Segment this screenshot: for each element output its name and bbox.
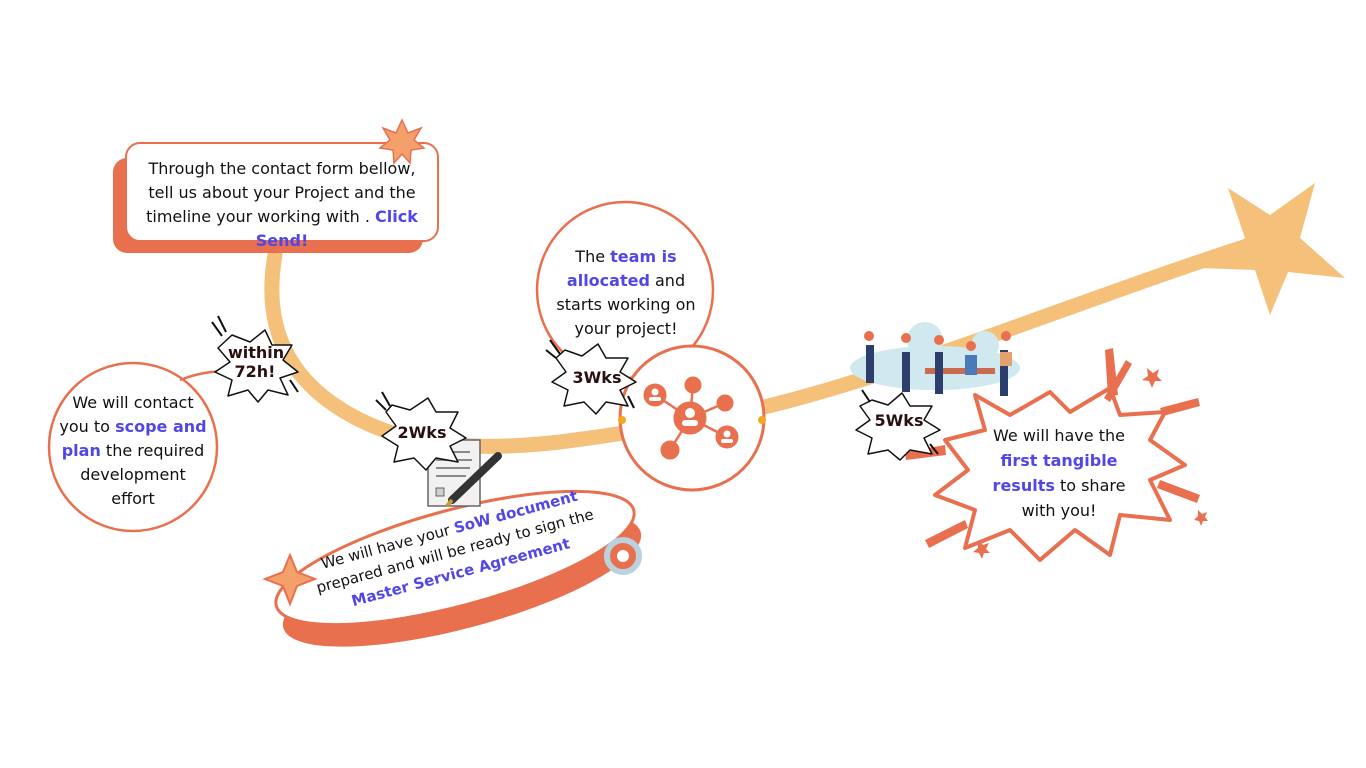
scope-highlight: scope and plan — [61, 417, 207, 460]
badge-5wks: 5Wks — [874, 411, 924, 430]
badge-within-72h: within 72h! — [228, 343, 285, 381]
results-starburst — [933, 386, 1187, 562]
scope-text-b: the required development effort — [80, 441, 205, 508]
badge-2wks-shape — [381, 397, 467, 471]
team-text-a: The — [575, 247, 611, 266]
results-text-a: We will have the — [993, 426, 1125, 445]
sow-ribbon — [262, 489, 642, 647]
team-text: The team is allocated and starts working… — [552, 245, 700, 341]
results-highlight: first tangible results — [992, 451, 1118, 495]
results-text: We will have the first tangible results … — [985, 423, 1133, 523]
contact-text: Through the contact form bellow, tell us… — [134, 157, 430, 253]
click-send-highlight: Click Send! — [255, 207, 418, 250]
star-top-icon — [378, 118, 426, 165]
scope-text-a: We will contact you to — [59, 393, 194, 436]
path-connector — [269, 249, 278, 301]
document-pen-icon — [427, 439, 502, 508]
badge-accent-strokes — [211, 315, 939, 455]
badge-2wks: 2Wks — [397, 423, 447, 442]
scope-text: We will contact you to scope and plan th… — [58, 391, 208, 511]
contact-text-body: Through the contact form bellow, tell us… — [146, 159, 416, 226]
team-highlight: team is allocated — [566, 247, 677, 290]
team-text-b: and starts working on your project! — [556, 271, 696, 338]
burst-rays — [905, 348, 1208, 559]
team-network-icon — [643, 376, 739, 460]
badge-72h-shape — [214, 329, 299, 403]
big-star-icon — [1200, 183, 1345, 315]
scope-circle — [47, 361, 219, 533]
badge-3wks: 3Wks — [572, 368, 622, 387]
team-meeting-illustration — [850, 322, 1020, 396]
badge-3wks-shape — [551, 343, 637, 415]
results-text-b: to share with you! — [1021, 476, 1126, 520]
badge-shapes — [214, 329, 941, 471]
sparkle-icon — [262, 552, 318, 607]
badge-5wks-shape — [855, 392, 941, 461]
contact-box — [125, 142, 439, 242]
